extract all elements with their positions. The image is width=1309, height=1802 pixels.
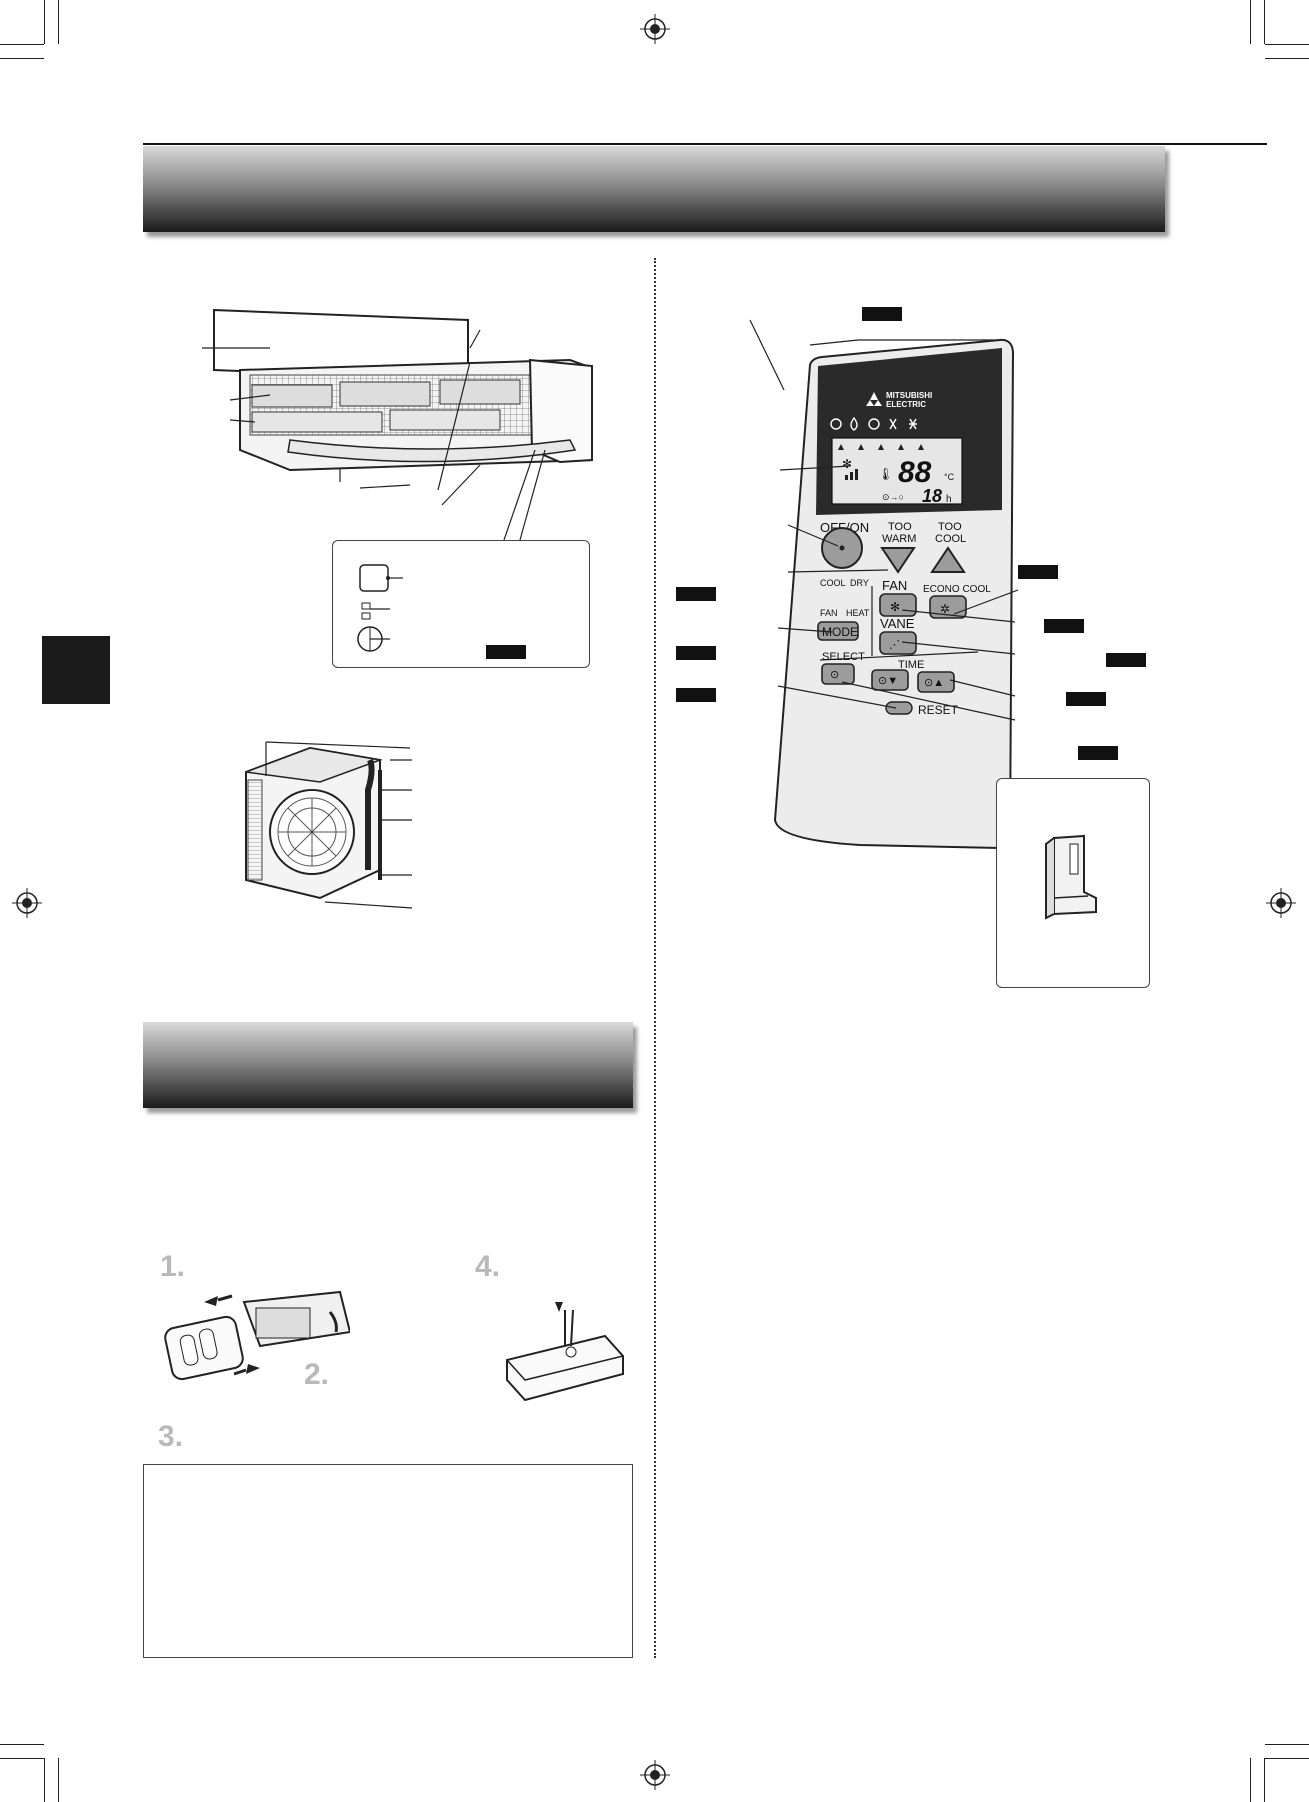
remote-controller: MITSUBISHI ELECTRIC ✻ 🌡 88 °C ⊙→○ 18 h O… xyxy=(749,319,1019,850)
fan-mode-label: FAN xyxy=(820,608,838,618)
registration-mark-top-icon xyxy=(640,14,670,44)
crop-mark xyxy=(1265,44,1309,45)
reset-step-illustration xyxy=(506,1302,624,1402)
time-down-button[interactable] xyxy=(871,669,909,691)
registration-mark-bottom-icon xyxy=(640,1760,670,1790)
reset-label: RESET xyxy=(918,703,959,717)
badge xyxy=(676,646,716,660)
note-box xyxy=(143,1464,633,1658)
econo-cool-label: ECONO COOL xyxy=(923,584,991,595)
crop-mark xyxy=(1264,1758,1265,1802)
crop-mark xyxy=(1250,1758,1251,1802)
chapter-tab xyxy=(42,636,110,704)
lcd-thermo-icon: 🌡 xyxy=(878,467,893,481)
column-divider xyxy=(654,258,656,1658)
step-1-number: 1. xyxy=(160,1250,186,1283)
time-down-icon: ⊙▼ xyxy=(878,675,898,687)
select-clock-icon: ⊙ xyxy=(830,669,839,681)
step-2-number: 2. xyxy=(304,1358,330,1391)
crop-mark xyxy=(44,0,45,44)
heat-label: HEAT xyxy=(846,608,870,618)
cool-label: COOL xyxy=(820,578,846,588)
too-warm-label-2: WARM xyxy=(882,533,916,545)
step-4-number: 4. xyxy=(475,1250,501,1283)
lcd-timer-icon: ⊙→○ xyxy=(882,492,904,502)
time-up-button[interactable] xyxy=(917,671,955,693)
cool-mode-icon xyxy=(830,418,842,430)
badge xyxy=(486,645,526,659)
vane-button-icon: ⋰ xyxy=(889,639,900,651)
crop-mark xyxy=(0,44,44,45)
dry-mode-icon xyxy=(850,416,858,431)
crop-mark xyxy=(0,1744,44,1745)
badge xyxy=(676,587,716,601)
time-up-icon: ⊙▲ xyxy=(924,677,944,689)
lcd-hours: 18 xyxy=(922,486,942,506)
crop-mark xyxy=(1265,58,1309,59)
too-warm-button[interactable] xyxy=(880,547,916,574)
crop-mark xyxy=(1250,0,1251,44)
fan-mode-icon xyxy=(889,418,897,430)
subsection-header-bar xyxy=(143,1022,633,1108)
lcd-temperature-unit: °C xyxy=(944,472,955,482)
badge xyxy=(1044,619,1084,633)
time-label: TIME xyxy=(898,659,924,671)
too-cool-label-1: TOO xyxy=(938,521,962,533)
dry-label: DRY xyxy=(850,578,869,588)
lcd-fan-icon: ✻ xyxy=(842,457,852,471)
heat-mode-icon xyxy=(868,418,880,430)
outdoor-unit-illustration xyxy=(245,741,413,909)
indicator-detail-icons xyxy=(357,564,403,652)
crop-mark xyxy=(0,58,44,59)
too-cool-button[interactable] xyxy=(930,546,966,573)
section-header-bar xyxy=(143,146,1165,232)
vane-label: VANE xyxy=(880,616,915,631)
registration-mark-left-icon xyxy=(12,888,42,918)
crop-mark xyxy=(58,0,59,44)
top-rule xyxy=(143,143,1267,145)
crop-mark xyxy=(58,1758,59,1802)
badge xyxy=(1018,565,1058,579)
fan-label: FAN xyxy=(882,578,907,593)
badge xyxy=(862,307,902,321)
fan-button-icon: ✻ xyxy=(890,600,900,614)
step-3-number: 3. xyxy=(158,1420,184,1453)
econo-cool-button-icon: ✲ xyxy=(940,602,950,616)
lcd-hours-unit: h xyxy=(946,494,952,505)
remote-holder-icon xyxy=(1045,834,1097,920)
mode-label: MODE xyxy=(822,625,858,639)
select-label: SELECT xyxy=(822,651,865,663)
badge xyxy=(1066,692,1106,706)
battery-step-illustration xyxy=(164,1290,350,1381)
too-cool-label-2: COOL xyxy=(935,533,966,545)
select-button[interactable] xyxy=(821,663,855,685)
badge xyxy=(1078,746,1118,760)
crop-mark xyxy=(0,1758,44,1759)
reset-button[interactable] xyxy=(885,701,913,715)
brand-line1: MITSUBISHI xyxy=(886,391,932,400)
registration-mark-right-icon xyxy=(1266,888,1296,918)
lcd-temperature: 88 xyxy=(898,456,932,489)
mitsubishi-logo-icon xyxy=(866,392,882,406)
brand-line2: ELECTRIC xyxy=(886,400,926,409)
too-warm-label-1: TOO xyxy=(888,521,912,533)
crop-mark xyxy=(1265,1758,1309,1759)
badge xyxy=(1106,653,1146,667)
crop-mark xyxy=(1264,0,1265,44)
econo-cool-mode-icon xyxy=(909,418,917,430)
badge xyxy=(676,688,716,702)
crop-mark xyxy=(44,1758,45,1802)
indoor-unit-illustration xyxy=(202,308,593,540)
crop-mark xyxy=(1265,1744,1309,1745)
